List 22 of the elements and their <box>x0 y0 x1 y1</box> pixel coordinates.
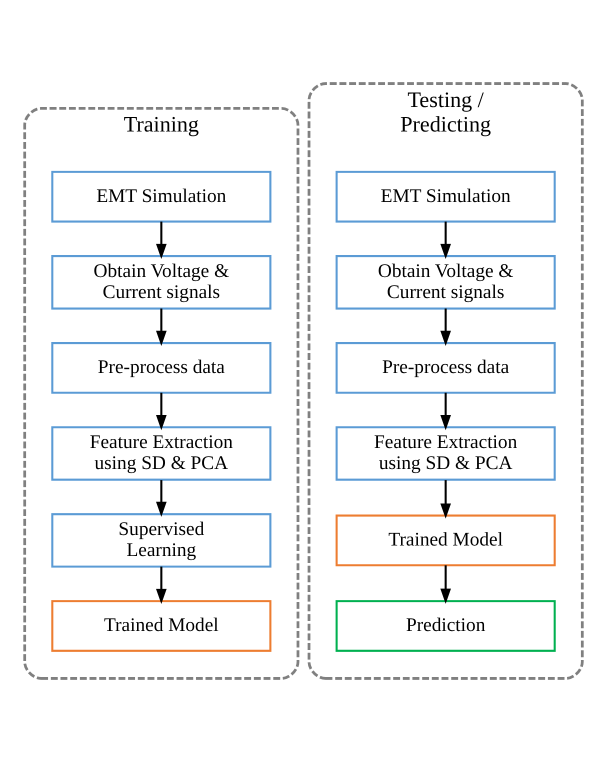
arrow <box>440 564 451 604</box>
node-box: Feature Extraction using SD & PCA <box>51 426 272 480</box>
arrow <box>440 392 451 430</box>
arrow <box>156 221 167 259</box>
arrow <box>156 392 167 430</box>
node-box: Supervised Learning <box>51 512 272 568</box>
node-box: Trained Model <box>336 514 556 566</box>
node-box: EMT Simulation <box>336 170 556 222</box>
node-box: Prediction <box>336 600 556 652</box>
arrow <box>440 308 451 346</box>
node-box: EMT Simulation <box>51 170 272 222</box>
arrow <box>440 480 451 518</box>
arrow <box>440 221 451 259</box>
arrow <box>156 308 167 346</box>
node-box: Feature Extraction using SD & PCA <box>336 426 556 480</box>
node-box: Trained Model <box>51 600 272 652</box>
node-box: Obtain Voltage & Current signals <box>51 254 272 310</box>
arrow <box>156 566 167 604</box>
arrow <box>156 480 167 516</box>
node-box: Pre-process data <box>336 342 556 394</box>
node-box: Pre-process data <box>51 342 272 394</box>
node-box: Obtain Voltage & Current signals <box>336 254 556 310</box>
